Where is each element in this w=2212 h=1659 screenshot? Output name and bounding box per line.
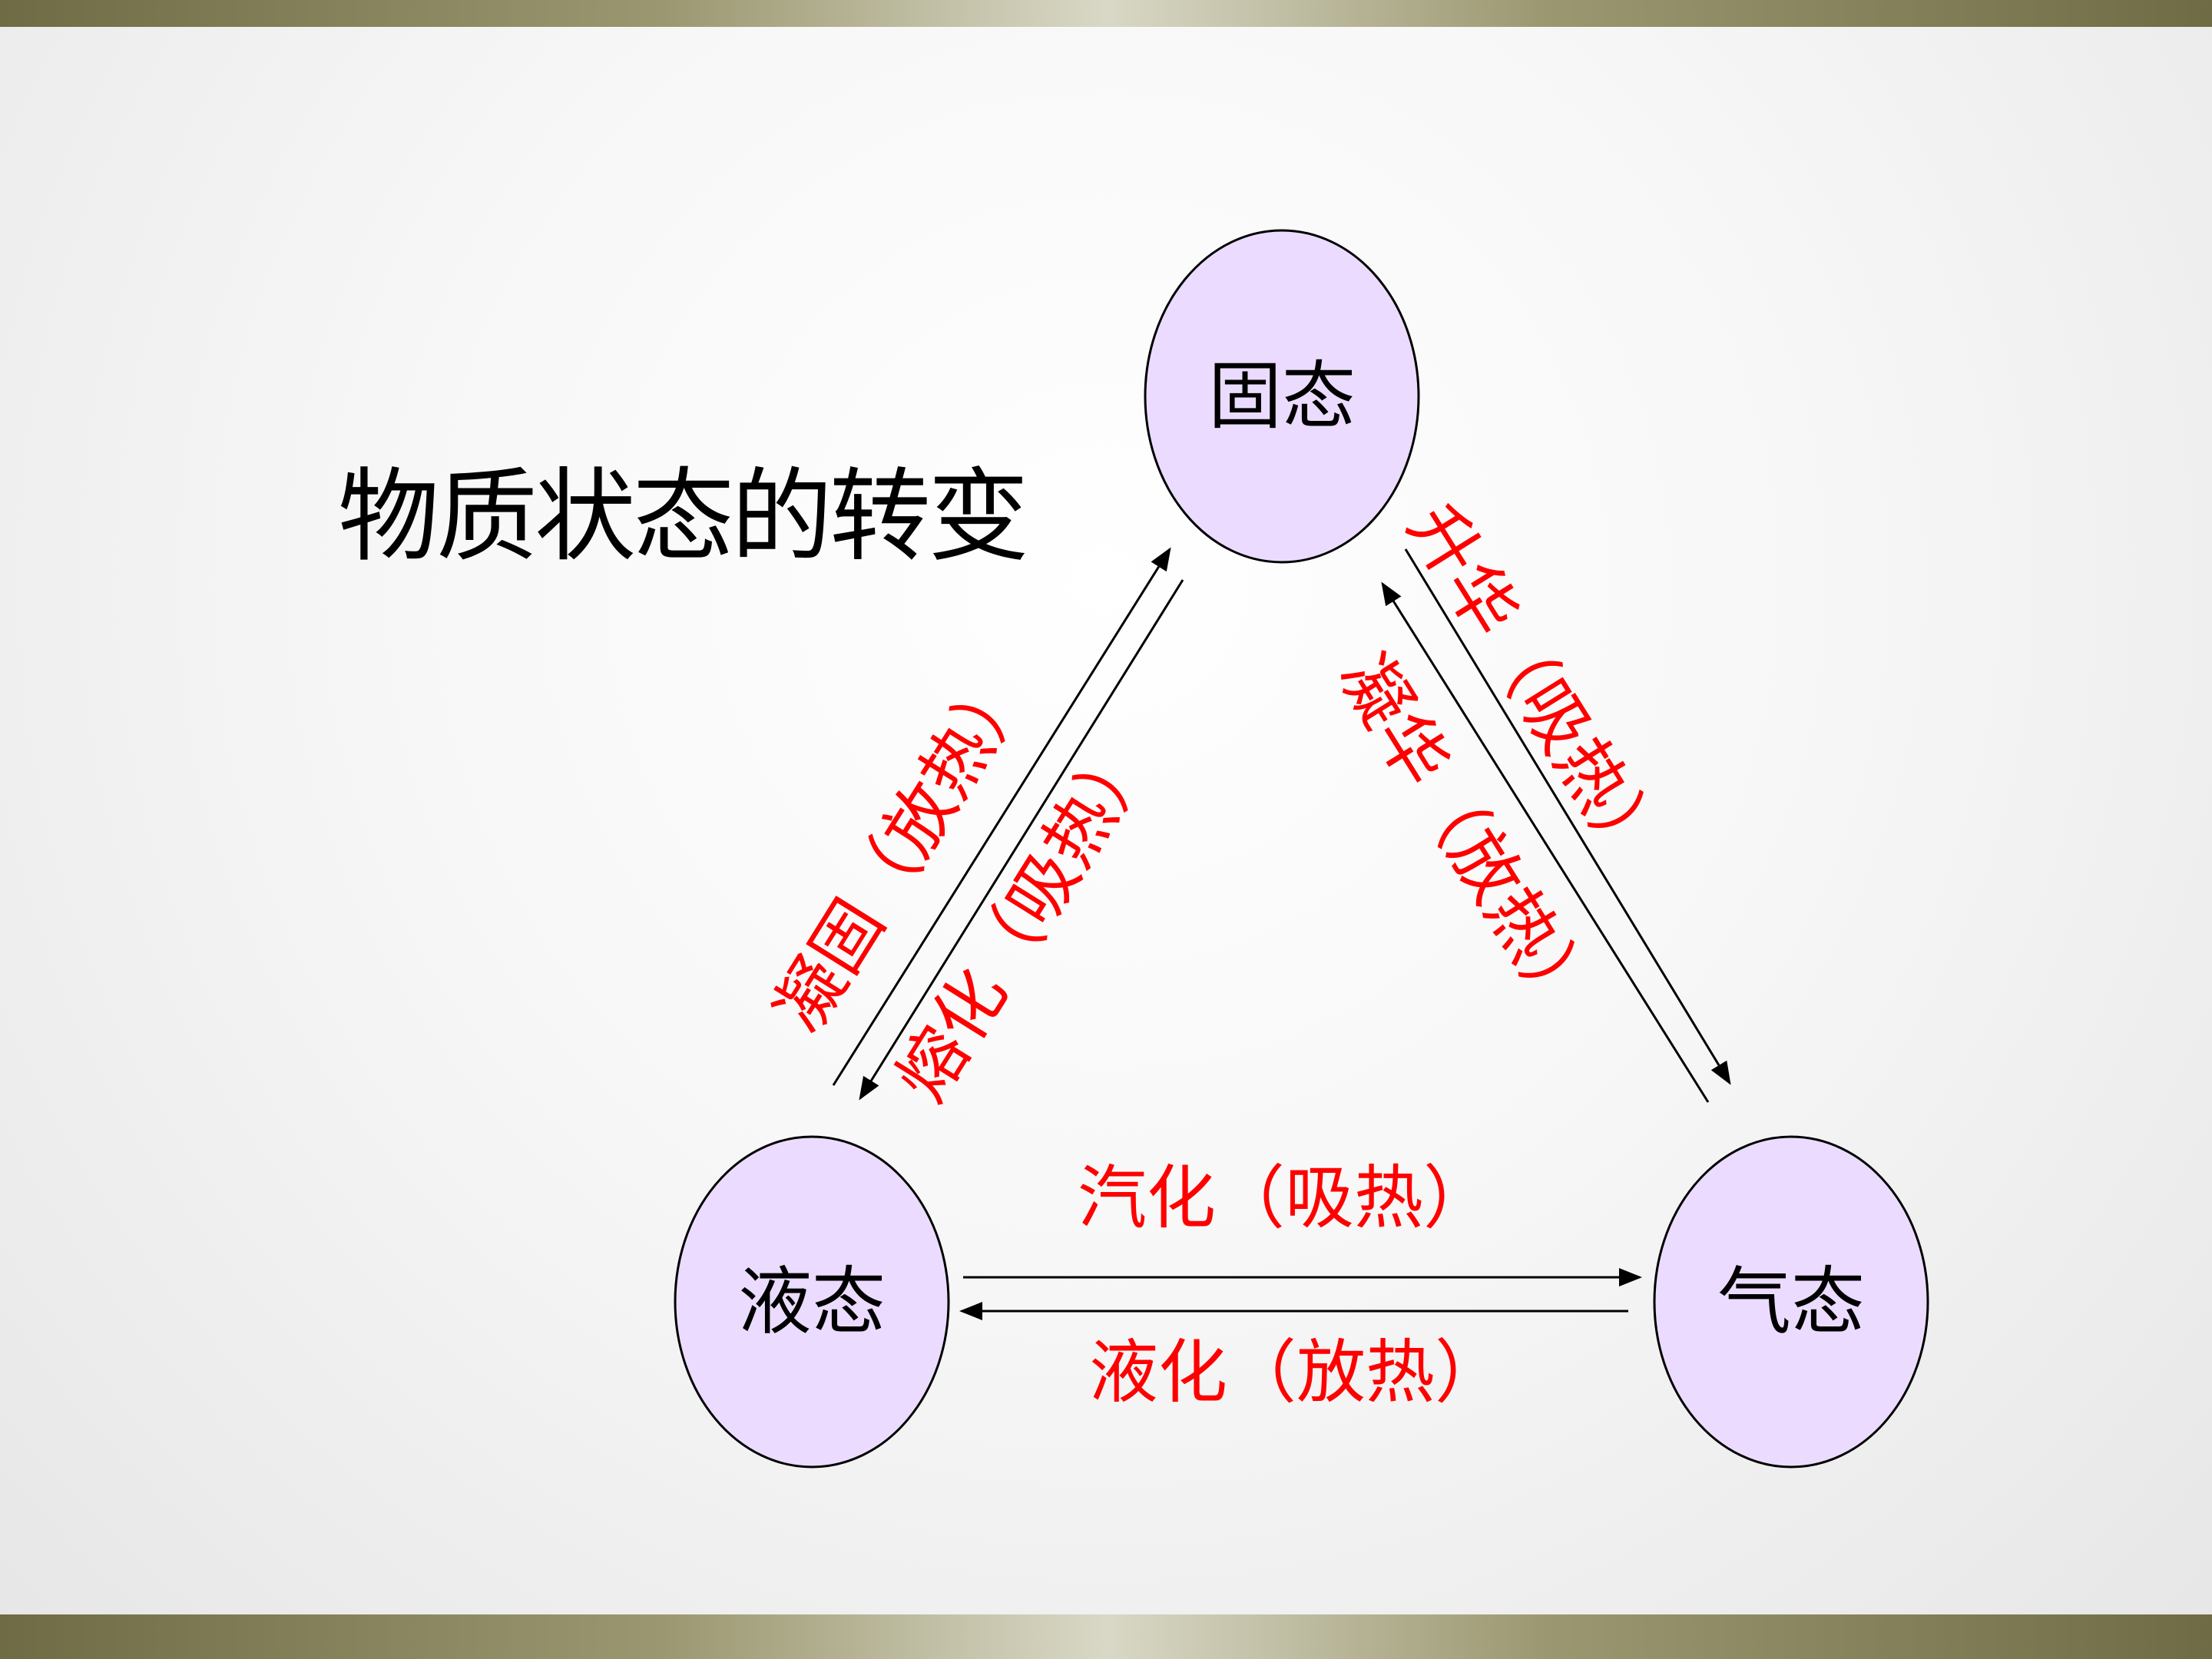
label-vaporization: 汽化（吸热）	[1078, 1158, 1492, 1239]
node-liquid-label: 液态	[738, 1259, 886, 1345]
arrow-deposition	[1381, 581, 1710, 1103]
node-gas: 气态	[1653, 1135, 1929, 1469]
label-liquefaction: 液化（放热）	[1089, 1333, 1504, 1413]
arrow-solidification	[832, 547, 1171, 1086]
arrow-melting	[859, 579, 1184, 1101]
node-solid-ellipse	[1144, 229, 1420, 564]
slide-title: 物质状态的转变	[338, 458, 1029, 576]
node-solid: 固态	[1144, 229, 1420, 564]
node-gas-label: 气态	[1717, 1259, 1865, 1345]
bottom-decorative-band	[0, 1614, 2212, 1659]
arrow-sublimation	[1404, 548, 1731, 1085]
node-liquid: 液态	[674, 1135, 950, 1469]
node-liquid-ellipse	[674, 1135, 950, 1469]
node-gas-ellipse	[1653, 1135, 1929, 1469]
top-decorative-band	[0, 0, 2212, 27]
node-solid-label: 固态	[1208, 353, 1356, 439]
